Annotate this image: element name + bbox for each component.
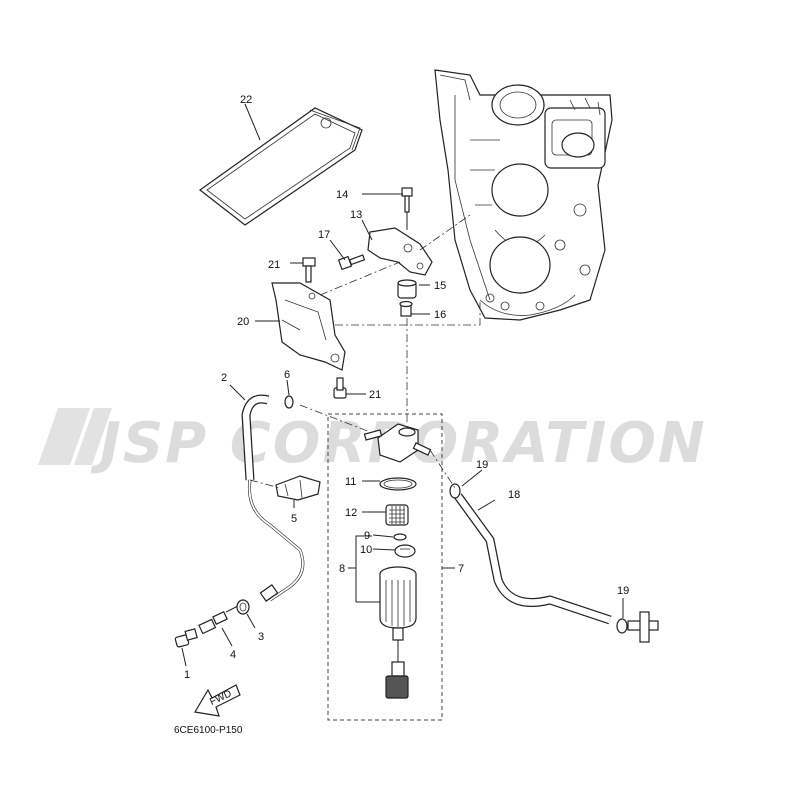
callout-1: 1 — [184, 669, 190, 681]
part-19b-clip — [616, 618, 628, 634]
part-5-holder — [275, 475, 321, 501]
fwd-arrow: FWD — [194, 684, 241, 717]
filter-head — [363, 423, 432, 463]
callout-13: 13 — [350, 209, 362, 221]
callout-2: 2 — [221, 372, 227, 384]
callout-3: 3 — [258, 631, 264, 643]
callout-16: 16 — [434, 309, 446, 321]
part-2-hose — [241, 394, 305, 602]
diagram-code: 6CE6100-P150 — [174, 725, 243, 736]
engine-block — [434, 69, 613, 321]
part-8-cup — [379, 566, 417, 699]
t-joint — [627, 611, 659, 643]
part-3-clip — [236, 599, 250, 615]
part-21a-bolt — [302, 257, 316, 283]
callout-19a: 19 — [476, 459, 488, 471]
part-22-gasket — [198, 107, 363, 226]
watermark: JSP CORPORATION — [38, 408, 705, 476]
callout-22: 22 — [240, 94, 252, 106]
part-9-o-ring — [393, 533, 407, 541]
callout-12: 12 — [345, 507, 357, 519]
part-14-bolt — [401, 187, 413, 213]
fuel-filter-assembly-box — [327, 413, 443, 721]
callout-10: 10 — [360, 544, 372, 556]
part-1-connector — [174, 628, 198, 648]
part-4-joint — [198, 605, 239, 635]
leader-lines — [181, 103, 624, 667]
part-19a-clip — [449, 483, 461, 499]
part-10-float — [394, 544, 416, 558]
callout-9: 9 — [364, 530, 370, 542]
callout-14: 14 — [336, 189, 348, 201]
part-12-element — [385, 504, 409, 526]
callout-labels: 22 14 13 17 21 15 16 20 21 2 6 11 12 9 1… — [184, 94, 629, 681]
callout-8: 8 — [339, 563, 345, 575]
callout-6: 6 — [284, 369, 290, 381]
callout-15: 15 — [434, 280, 446, 292]
part-16-collar — [399, 300, 413, 317]
callout-18: 18 — [508, 489, 520, 501]
callout-20: 20 — [237, 316, 249, 328]
part-21b-bolt — [333, 377, 347, 399]
callout-11: 11 — [345, 476, 356, 488]
part-15-grommet — [397, 279, 417, 299]
part-20-cover — [271, 282, 346, 371]
callout-17: 17 — [318, 229, 330, 241]
callout-5: 5 — [291, 513, 297, 525]
callout-21a: 21 — [268, 259, 280, 271]
callout-4: 4 — [230, 649, 236, 661]
part-13-bracket — [367, 227, 433, 276]
callout-7: 7 — [458, 563, 464, 575]
part-18-hose — [454, 493, 612, 625]
callout-19b: 19 — [617, 585, 629, 597]
callout-21b: 21 — [369, 389, 381, 401]
part-17-bolt — [337, 254, 366, 271]
part-6-clip — [284, 395, 294, 409]
